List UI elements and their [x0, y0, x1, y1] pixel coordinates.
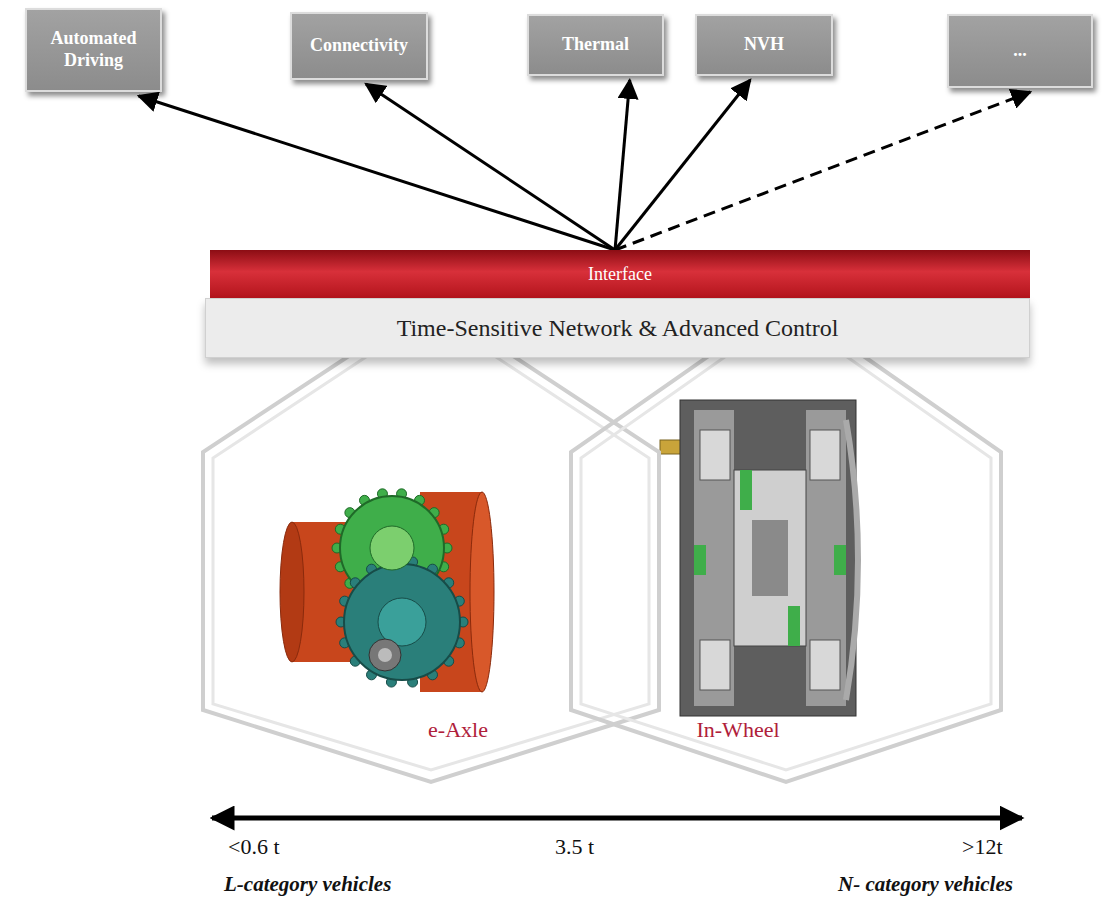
- feature-box: Connectivity: [290, 12, 428, 80]
- category-label: N- category vehicles: [838, 872, 1013, 897]
- hexagon: In-Wheel: [568, 300, 1004, 785]
- node-text: Automated Driving: [35, 28, 152, 71]
- drive-label: In-Wheel: [696, 717, 779, 743]
- node-text: Connectivity: [310, 35, 408, 57]
- weight-label: 3.5 t: [555, 834, 594, 860]
- feature-arrow: [615, 80, 630, 250]
- feature-box: Automated Driving: [25, 8, 162, 92]
- in-wheel-drawing: [660, 400, 858, 716]
- hexagon-outline: [568, 300, 1004, 785]
- weight-label: <0.6 t: [228, 834, 280, 860]
- network-bar: Time-Sensitive Network & Advanced Contro…: [205, 298, 1030, 358]
- feature-box: NVH: [695, 14, 833, 76]
- drive-label: e-Axle: [428, 717, 488, 743]
- hexagon-outline: [200, 300, 662, 785]
- node-text: Time-Sensitive Network & Advanced Contro…: [397, 315, 839, 342]
- node-text: ...: [1013, 40, 1027, 62]
- node-text: Thermal: [562, 34, 629, 56]
- hexagon-border: [581, 314, 991, 770]
- feature-arrow: [139, 96, 615, 250]
- hexagon-border: [571, 302, 1001, 782]
- hexagon-border: [203, 302, 659, 782]
- feature-arrow: [615, 92, 1030, 250]
- node-text: Interface: [588, 264, 652, 285]
- feature-box: Thermal: [527, 14, 664, 76]
- weight-label: >12t: [962, 834, 1003, 860]
- feature-box: ...: [947, 14, 1093, 88]
- node-text: NVH: [744, 34, 784, 56]
- hexagon: e-Axle: [200, 300, 662, 785]
- scale-arrow: [212, 816, 1022, 821]
- category-label: L-category vehicles: [224, 872, 391, 897]
- feature-arrow: [615, 80, 750, 250]
- hexagon-border: [213, 314, 649, 770]
- interface-bar: Interface: [210, 250, 1030, 298]
- e-axle-drawing: [280, 489, 494, 692]
- feature-arrow: [366, 84, 615, 250]
